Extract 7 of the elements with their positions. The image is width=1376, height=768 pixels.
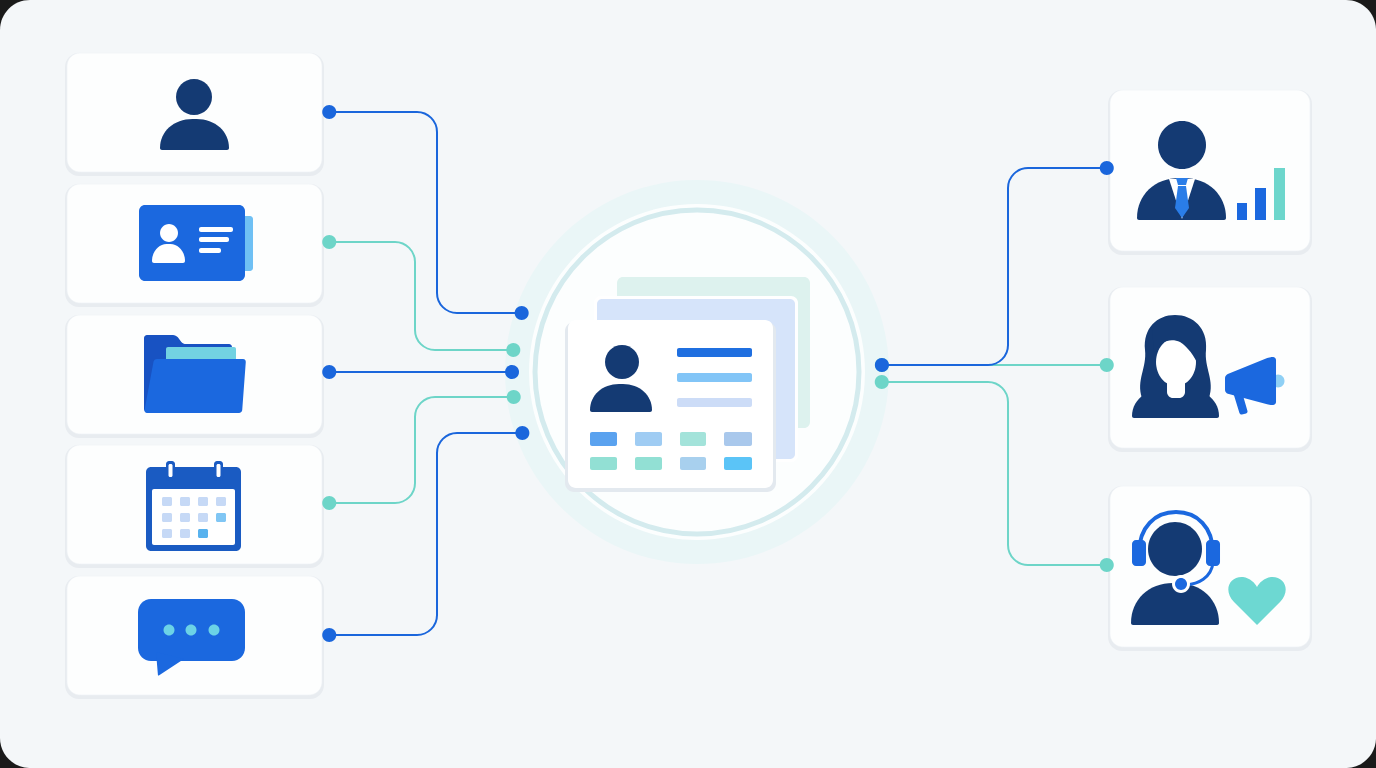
connector-line <box>322 365 519 379</box>
connector-line <box>322 235 521 357</box>
connector-line <box>874 161 1114 372</box>
connector-line <box>322 390 521 510</box>
connector-line <box>322 105 529 320</box>
connector-line <box>874 375 1114 572</box>
connector-line <box>322 426 530 642</box>
